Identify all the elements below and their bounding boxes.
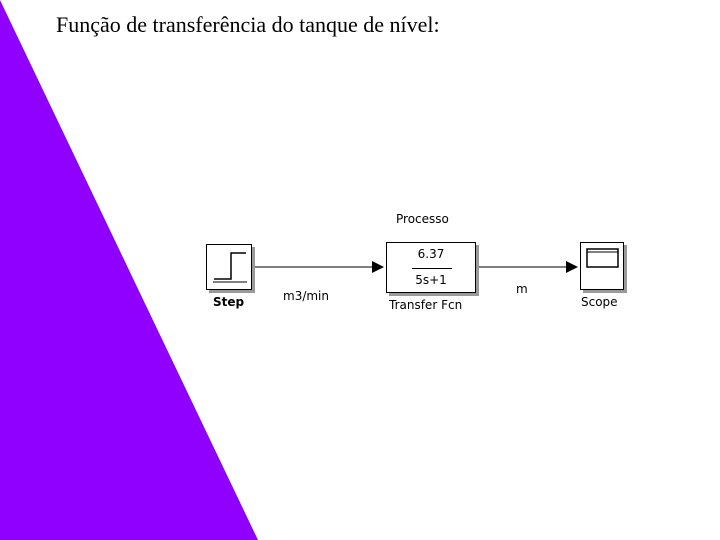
arrowhead-in <box>372 261 384 273</box>
process-header: Processo <box>396 212 449 226</box>
slide-title: Função de transferência do tanque de nív… <box>56 12 440 37</box>
step-block-label: Step <box>213 295 245 309</box>
transfer-denominator: 5s+1 <box>415 273 447 287</box>
scope-block-label: Scope <box>581 295 618 309</box>
step-icon <box>213 252 247 283</box>
signal-out-label: m <box>516 282 528 296</box>
transfer-fcn-block[interactable]: 6.37 5s+1 <box>386 242 476 293</box>
transfer-numerator: 6.37 <box>417 247 445 261</box>
fraction-bar <box>412 268 452 269</box>
scope-block[interactable] <box>580 242 624 290</box>
scope-icon <box>586 248 619 268</box>
transfer-fcn-label: Transfer Fcn <box>389 298 463 312</box>
purple-wedge-shape <box>0 0 258 540</box>
step-block[interactable] <box>206 244 252 290</box>
arrowhead-out <box>566 261 578 273</box>
signal-in-label: m3/min <box>283 289 329 303</box>
